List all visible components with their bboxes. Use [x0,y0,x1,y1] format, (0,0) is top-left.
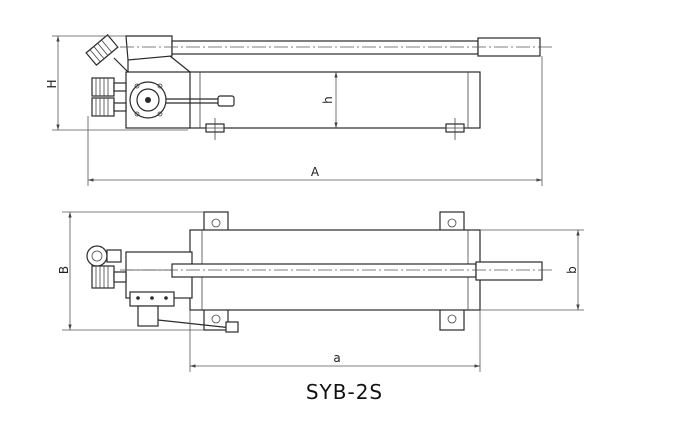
side-view-handle [171,40,479,55]
dimension-label-b: b [565,266,579,274]
side-view-valve-knob-lower [91,97,115,117]
side-view-body [187,71,481,129]
dimension-label-B: B [57,266,71,274]
top-view: B b a [57,211,584,372]
dimension-label-H: H [45,79,59,88]
dimension-label-h: h [321,96,335,104]
side-view-valve-knob-upper [91,77,115,97]
top-view-handle [171,263,477,278]
top-view-valve-knob [91,265,115,289]
side-view-handle-pivot [125,35,173,61]
side-view-handle-grip [477,37,541,57]
model-label: SYB-2S [305,380,384,404]
dimension-label-a: a [333,351,340,365]
dimension-label-A: A [311,165,320,179]
side-view: H h A [45,34,552,186]
top-view-handle-grip [475,261,543,281]
